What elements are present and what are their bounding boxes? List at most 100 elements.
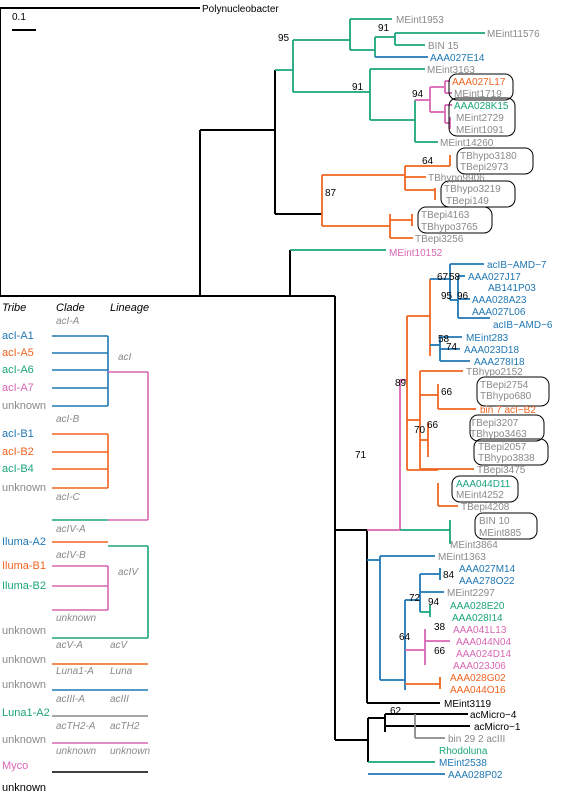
leaf-label: Rhodoluna <box>439 746 488 757</box>
leaf-label: acMicro−4 <box>470 710 517 721</box>
legend-clade-label: acIV-A <box>56 524 86 535</box>
legend-clade-label: Luna1-A <box>56 666 94 677</box>
legend-tribe-label: Iluma-B1 <box>2 560 47 572</box>
legend-tribe-label: Luna1-A2 <box>2 707 50 719</box>
leaf-label: MEint2729 <box>456 113 504 124</box>
leaf-label: MEint1363 <box>438 552 486 563</box>
leaf-label: AAA278I18 <box>474 357 525 368</box>
legend-lineage-label: acIV <box>118 567 139 578</box>
legend-tribe-label: unknown <box>2 679 47 691</box>
leaf-label: MEint10152 <box>389 248 443 259</box>
bootstrap-value: 91 <box>352 82 364 93</box>
bootstrap-value: 38 <box>434 622 446 633</box>
legend-tribe-label: acI-A5 <box>2 347 34 359</box>
legend-lineage-label: Luna <box>110 666 133 677</box>
bootstrap-value: 94 <box>428 597 440 608</box>
leaf-label: MEint2538 <box>439 758 487 769</box>
legend-clade-label: acV-A <box>56 640 83 651</box>
legend-tribe-label: unknown <box>2 400 47 412</box>
leaf-label: AAA028A23 <box>472 295 527 306</box>
leaf-label: AAA027E14 <box>430 53 485 64</box>
leaf-label: MEint4252 <box>456 490 504 501</box>
legend-lineage-label: acTH2 <box>110 721 140 732</box>
leaf-label: AAA278O22 <box>459 576 515 587</box>
leaf-label: TBepi3207 <box>470 418 519 429</box>
legend-tribe-label: unknown <box>2 654 47 666</box>
highlight-box <box>451 475 519 503</box>
legend-tribe-label: acI-B1 <box>2 428 34 440</box>
bootstrap-value: 87 <box>325 188 337 199</box>
highlight-box <box>448 97 516 137</box>
legend-lineage-label: acI <box>118 352 132 363</box>
leaf-label: BIN 15 <box>428 41 459 52</box>
leaf-label: AAA027M14 <box>459 564 516 575</box>
leaf-label: AAA028I14 <box>452 613 503 624</box>
bootstrap-value: 67 <box>437 272 449 283</box>
bootstrap-value: 95 <box>278 33 290 44</box>
leaf-label: TBepi2754 <box>480 380 529 391</box>
legend-clade-label: acTH2-A <box>56 721 96 732</box>
bootstrap-value: 72 <box>409 593 421 604</box>
bootstrap-value: 58 <box>449 272 461 283</box>
leaf-label: MEint1719 <box>454 89 502 100</box>
legend-clade-label: unknown <box>56 746 97 757</box>
legend-tribe-label: Iluma-A2 <box>2 536 47 548</box>
highlight-box <box>469 414 545 442</box>
bootstrap-value: 66 <box>427 420 439 431</box>
highlight-box <box>474 512 538 540</box>
leaf-label: acMicro−1 <box>474 722 521 733</box>
leaf-label: AAA024D14 <box>456 649 511 660</box>
legend-tribe-label: acI-B4 <box>2 463 34 475</box>
root-label: Polynucleobacter <box>202 4 279 15</box>
legend-lineage-label: unknown <box>110 746 151 757</box>
legend-tribe-label: unknown <box>2 625 47 637</box>
legend-clade-label: acI-C <box>56 492 80 503</box>
leaf-label: AAA027L17 <box>452 77 506 88</box>
legend-header-lineage: Lineage <box>110 302 150 314</box>
highlight-box <box>448 73 514 101</box>
leaf-label: MEint1953 <box>396 15 444 26</box>
legend-tribe-label: unknown <box>2 734 47 746</box>
leaf-label: TBepi4208 <box>461 502 510 513</box>
legend-tribe-label: Iluma-B2 <box>2 580 47 592</box>
leaf-label: AAA027J17 <box>468 272 521 283</box>
bootstrap-value: 66 <box>441 387 453 398</box>
legend-tribe-label: acI-B2 <box>2 446 34 458</box>
leaf-label: TBhypo3838 <box>478 453 535 464</box>
legend-tribe-label: unknown <box>2 482 47 494</box>
leaf-label: TBhypo2152 <box>466 367 523 378</box>
leaf-label: TBepi2057 <box>478 442 527 453</box>
leaf-label: MEint3864 <box>450 540 498 551</box>
bootstrap-value: 71 <box>355 450 367 461</box>
legend-lineage-label: acIII <box>110 694 129 705</box>
leaf-label: MEint1091 <box>456 125 504 136</box>
legend-clade-label: acI-B <box>56 414 80 425</box>
leaf-label: MEint11576 <box>487 29 540 40</box>
legend-clade-label: acI-A <box>56 316 80 327</box>
leaf-label: TBhypo3180 <box>460 151 517 162</box>
legend-header-clade: Clade <box>56 302 85 314</box>
bootstrap-value: 91 <box>378 23 390 34</box>
leaf-label: AAA044O16 <box>450 685 506 696</box>
leaf-label: MEint283 <box>466 333 509 344</box>
legend-tribe-label: Myco <box>2 760 29 772</box>
bootstrap-value: 96 <box>457 291 469 302</box>
bootstrap-value: 89 <box>395 378 407 389</box>
highlight-boxes <box>417 73 550 540</box>
legend-clade-label: unknown <box>56 613 97 624</box>
leaf-label: TBhypo3765 <box>421 222 478 233</box>
leaf-label: AAA041L13 <box>453 625 507 636</box>
legend-clade-label: acIV-B <box>56 550 86 561</box>
bootstrap-value: 62 <box>390 706 402 717</box>
leaf-label: AAA028P02 <box>448 770 503 781</box>
bootstrap-value: 95 <box>441 291 453 302</box>
leaf-label: TBhypo3463 <box>470 429 527 440</box>
leaf-label: MEint885 <box>479 528 522 539</box>
highlight-box <box>417 206 493 234</box>
legend-header-tribe: Tribe <box>2 302 27 314</box>
leaf-label: MEint3163 <box>427 65 475 76</box>
leaf-label: bin 29 2 acIII <box>448 734 505 745</box>
leaf-label: AAA023D18 <box>464 345 519 356</box>
